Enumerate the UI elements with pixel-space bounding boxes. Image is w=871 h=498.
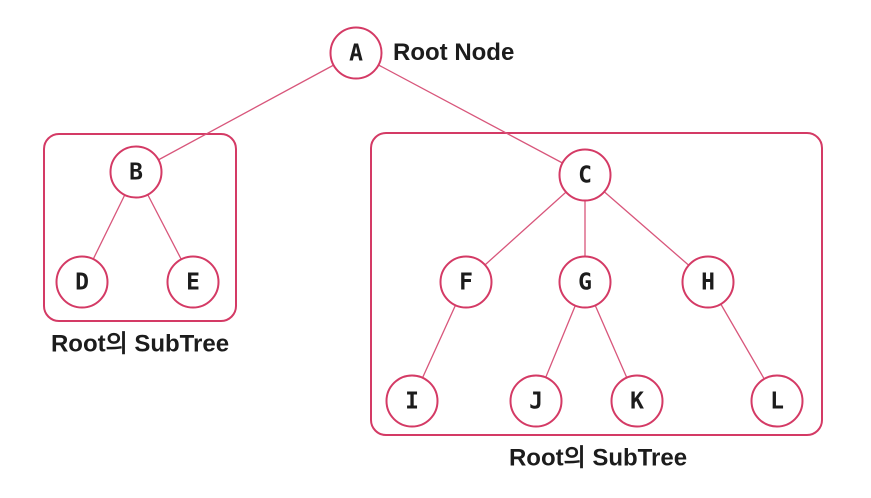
tree-node-K: K (610, 374, 664, 428)
tree-node-B: B (109, 145, 163, 199)
tree-node-D: D (55, 255, 109, 309)
tree-edge-A-C (355, 52, 586, 176)
tree-node-C: C (558, 148, 612, 202)
tree-node-L: L (750, 374, 804, 428)
tree-node-I: I (385, 374, 439, 428)
tree-node-F: F (439, 255, 493, 309)
subtree-group-box (370, 132, 823, 436)
tree-edge-A-B (135, 52, 357, 173)
tree-node-E: E (166, 255, 220, 309)
tree-node-G: G (558, 255, 612, 309)
subtree-group-box (43, 133, 237, 322)
tree-node-H: H (681, 255, 735, 309)
tree-node-J: J (509, 374, 563, 428)
tree-node-A: A (329, 26, 383, 80)
